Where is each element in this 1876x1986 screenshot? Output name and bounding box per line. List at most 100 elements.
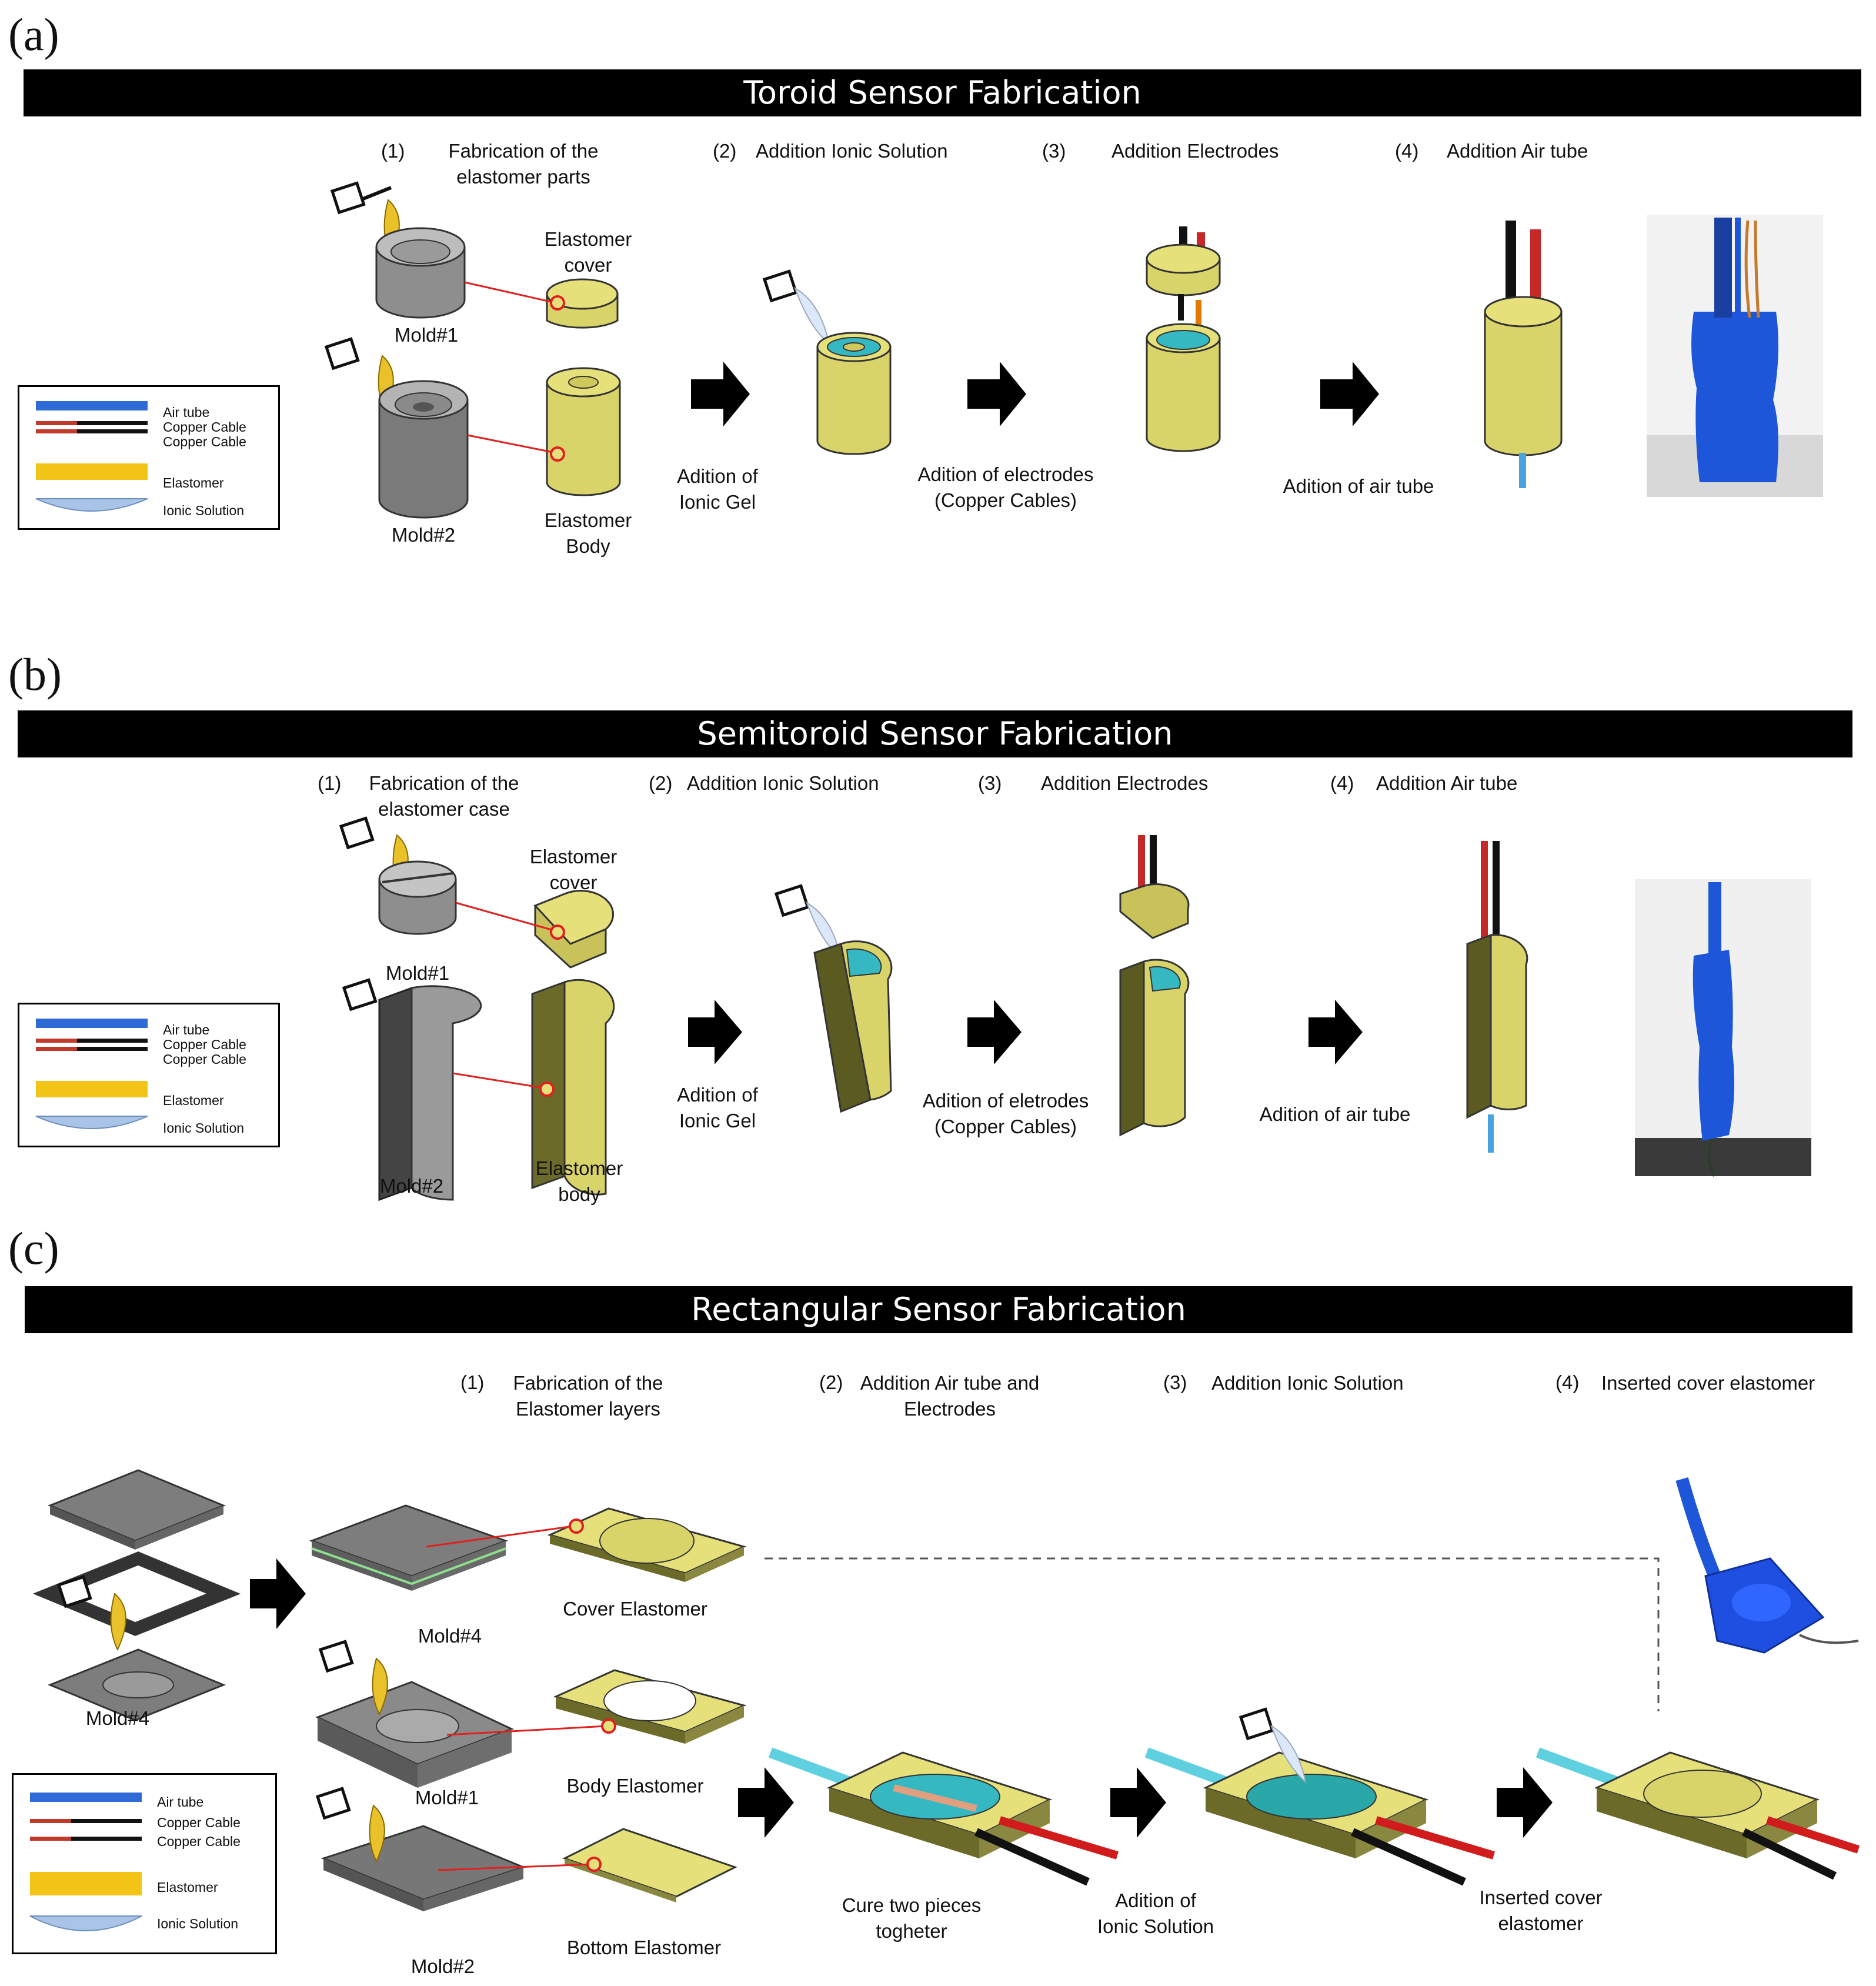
- panel-c-step2-num: (2): [819, 1371, 843, 1393]
- pour-icon: [774, 884, 842, 960]
- panel-a-letter: (a): [8, 9, 59, 60]
- arrow: [1320, 362, 1379, 426]
- legend-air-label: Air tube: [157, 1794, 204, 1810]
- legend-elastomer-label: Elastomer: [157, 1880, 218, 1895]
- legend-ionic-swatch: [35, 498, 148, 512]
- panel-a-graphics: [324, 181, 1823, 519]
- arrow: [250, 1558, 306, 1629]
- panel-c-step4-title: Inserted cover elastomer: [1601, 1372, 1815, 1394]
- panel-b-legend: Air tube Copper Cable Copper Cable Elast…: [18, 1003, 280, 1147]
- panel-b-body-label: Elastomer body: [535, 1157, 623, 1205]
- panel-c-cover-label: Cover Elastomer: [563, 1598, 707, 1620]
- arrow: [967, 1000, 1022, 1064]
- panel-b-step4-title: Addition Air tube: [1376, 772, 1518, 794]
- panel-a-legend: Air tube Copper Cable Copper Cable Elast…: [18, 385, 280, 530]
- elastomer-cover-shape: [533, 890, 614, 969]
- mold2-shape: [378, 380, 469, 519]
- panel-a-mold1-label: Mold#1: [394, 324, 459, 346]
- panel-b-mold2-label: Mold#2: [379, 1175, 444, 1197]
- panel-a-mold2-label: Mold#2: [391, 524, 456, 546]
- panel-c-ionic-label: Adition of Ionic Solution: [1097, 1890, 1214, 1937]
- panel-b-graphics: [339, 816, 1811, 1201]
- panel-a-step1-title: Fabrication of the elastomer parts: [448, 140, 599, 188]
- arrow: [688, 1000, 742, 1064]
- panel-b-step2-num: (2): [649, 772, 673, 794]
- panel-c-title-bar: Rectangular Sensor Fabrication: [25, 1286, 1852, 1333]
- legend-air-label: Air tube: [163, 1022, 210, 1037]
- panel-a-cover-label: Elastomer cover: [544, 228, 632, 276]
- panel-c-cure-label: Cure two pieces togheter: [842, 1894, 982, 1942]
- panel-a-step2-num: (2): [713, 140, 737, 162]
- legend-ionic-label: Ionic Solution: [163, 1120, 245, 1136]
- body-with-gel-shape: [813, 940, 893, 1113]
- arrow: [967, 362, 1026, 426]
- panel-c-step4-num: (4): [1555, 1371, 1580, 1393]
- panel-a-step1-num: (1): [381, 140, 405, 162]
- legend-copper1-label: Copper Cable: [163, 1037, 246, 1052]
- legend-swatches: [35, 401, 148, 512]
- panel-c-letter: (c): [8, 1223, 59, 1274]
- legend-copper-black-swatch: [77, 421, 148, 425]
- toroid-complete-shape: [1484, 221, 1563, 488]
- panel-c-bottom-label: Bottom Elastomer: [566, 1937, 722, 1958]
- panel-a-airtube-label: Adition of air tube: [1283, 475, 1434, 497]
- body-with-gel-shape: [816, 332, 892, 455]
- panel-b-airtube-label: Adition of air tube: [1259, 1103, 1411, 1125]
- panel-a-step4-num: (4): [1395, 140, 1419, 162]
- legend-swatches: [29, 1793, 142, 1931]
- panel-c-mold2-label: Mold#2: [410, 1955, 475, 1977]
- electrode-assembly-shape: [1119, 835, 1190, 1137]
- semitoroid-complete-shape: [1466, 841, 1528, 1153]
- legend-copper2-label: Copper Cable: [163, 1052, 246, 1067]
- legend-ionic-label: Ionic Solution: [157, 1916, 239, 1931]
- panel-a-title-bar: Toroid Sensor Fabrication: [24, 69, 1861, 116]
- mold1-shape: [315, 1681, 514, 1788]
- rectangular-complete-shape: [1535, 1747, 1860, 1880]
- semitoroid-photo: [1635, 879, 1811, 1177]
- panel-c-step1-num: (1): [460, 1371, 485, 1393]
- mold2-shape: [378, 985, 482, 1201]
- panel-b-step2-title: Addition Ionic Solution: [687, 772, 879, 794]
- arrow: [691, 362, 750, 426]
- panel-a-body-label: Elastomer Body: [544, 509, 632, 557]
- pour-icon: [56, 1575, 126, 1651]
- legend-air-swatch: [36, 401, 148, 410]
- panel-b-title-bar: Semitoroid Sensor Fabrication: [18, 710, 1852, 757]
- cured-assembly-shape: [768, 1747, 1119, 1886]
- electrode-assembly-shape: [1146, 226, 1221, 452]
- panel-c-mold4-left-label: Mold#4: [85, 1707, 150, 1729]
- panel-c-step3-title: Addition Ionic Solution: [1211, 1372, 1404, 1394]
- pour-icon: [318, 1640, 388, 1716]
- body-elastomer-shape: [553, 1669, 747, 1744]
- legend-air-label: Air tube: [163, 405, 210, 420]
- panel-b-mold1-label: Mold#1: [385, 962, 450, 984]
- panel-c-legend: Air tube Copper Cable Copper Cable Elast…: [12, 1773, 277, 1954]
- panel-b-gel-label: Adition of Ionic Gel: [677, 1084, 758, 1131]
- panel-c-mold4-label: Mold#4: [418, 1625, 482, 1647]
- legend-elastomer-label: Elastomer: [163, 475, 224, 490]
- panel-c-mold1-label: Mold#1: [415, 1787, 479, 1808]
- legend-copper1-label: Copper Cable: [157, 1815, 241, 1830]
- panel-b-step1-num: (1): [318, 772, 342, 794]
- dashed-connector: [765, 1557, 1660, 1711]
- pour-icon: [762, 269, 830, 346]
- legend-ionic-label: Ionic Solution: [163, 503, 245, 518]
- panel-b-step3-num: (3): [978, 772, 1002, 794]
- panel-c-graphics: [32, 1469, 1861, 1911]
- panel-c-inserted-label: Inserted cover elastomer: [1479, 1887, 1603, 1934]
- ionic-assembly-shape: [1144, 1747, 1496, 1886]
- panel-c-step2-title: Addition Air tube and Electrodes: [860, 1372, 1040, 1420]
- pour-icon: [1239, 1707, 1307, 1784]
- panel-b-electrodes-label: Adition of eletrodes (Copper Cables): [922, 1090, 1089, 1137]
- panel-b-step4-num: (4): [1330, 772, 1354, 794]
- mold4-closed-shape: [309, 1504, 509, 1591]
- cover-elastomer-shape: [547, 1507, 747, 1582]
- elastomer-body-shape: [546, 367, 621, 496]
- arrow: [1497, 1767, 1553, 1838]
- pour-icon: [315, 1787, 385, 1863]
- panel-c-step3-num: (3): [1163, 1371, 1187, 1393]
- panel-a-step3-num: (3): [1042, 140, 1066, 162]
- legend-copper1-label: Copper Cable: [163, 419, 246, 435]
- rectangular-photo: [1673, 1476, 1861, 1694]
- panel-c-body-label: Body Elastomer: [566, 1775, 704, 1797]
